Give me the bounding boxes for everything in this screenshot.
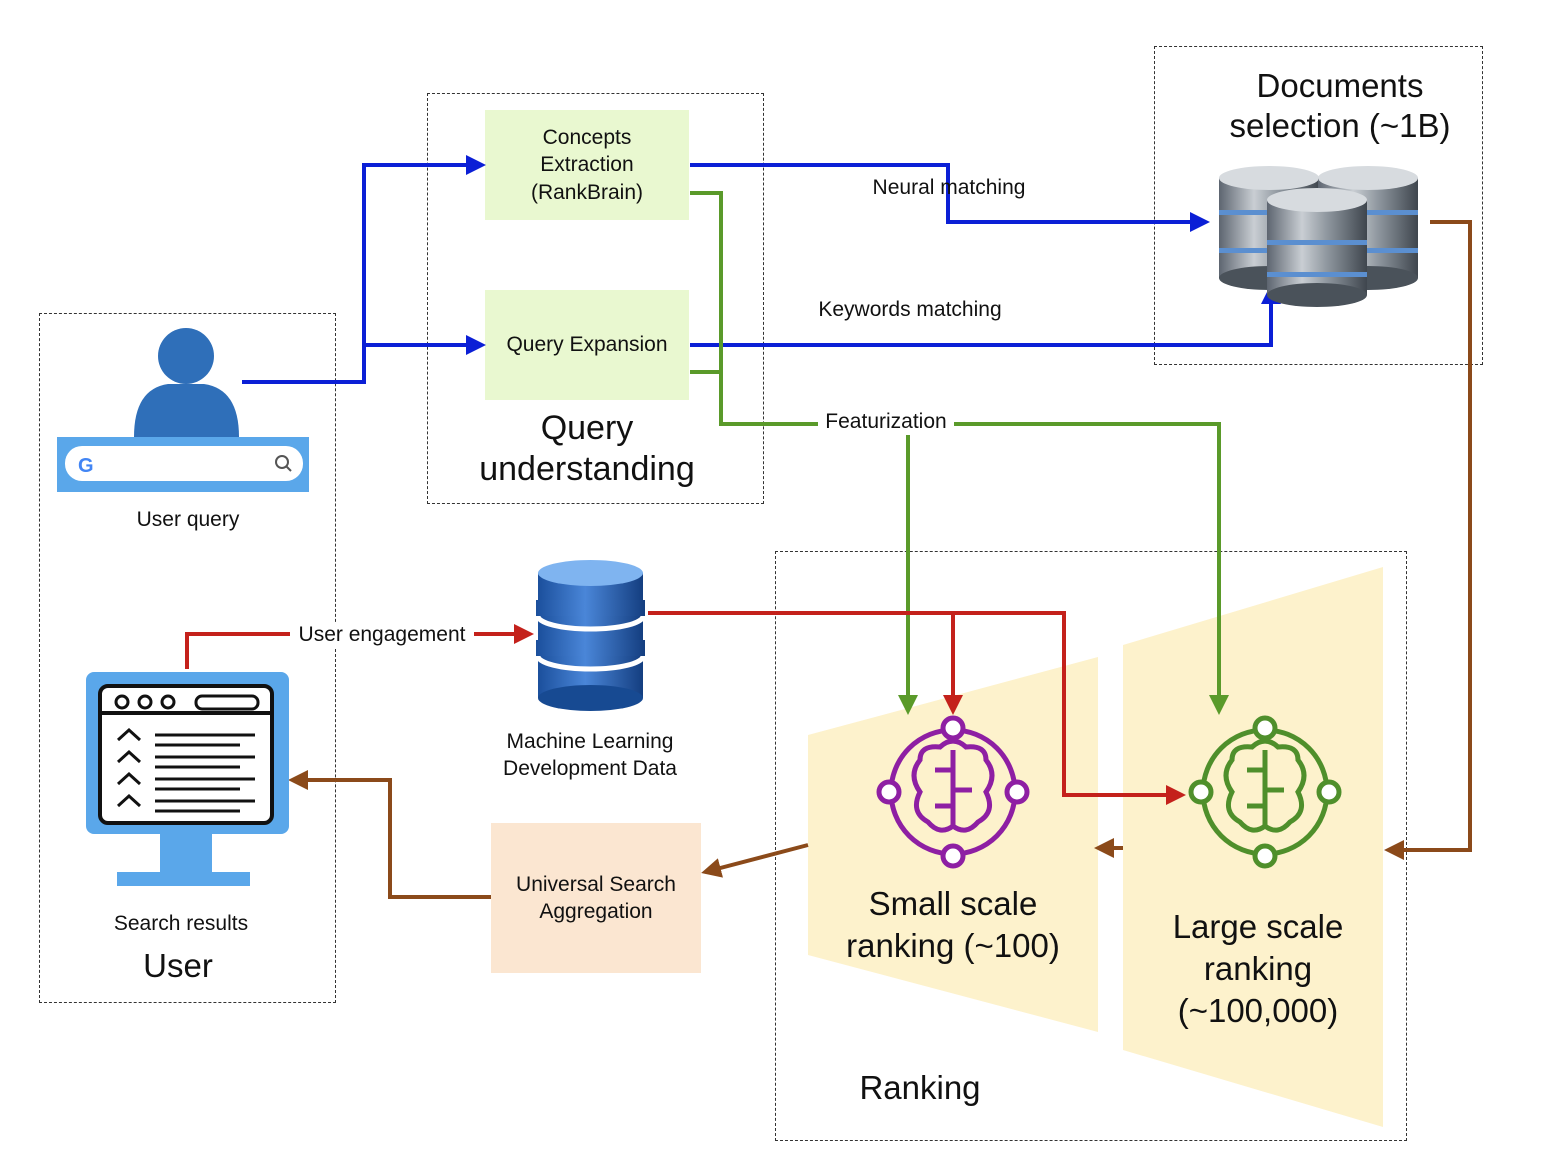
documents-title-line1: Documents [1256, 67, 1424, 104]
query-understanding-title-line1: Query [540, 409, 634, 447]
large-ranking-line2: ranking [1203, 950, 1313, 988]
large-scale-ranking-label: Large scale ranking (~100,000) [1128, 906, 1388, 1033]
documents-group [1154, 46, 1483, 365]
small-scale-ranking-label: Small scale ranking (~100) [813, 883, 1093, 967]
google-search-bar-icon: G [57, 437, 309, 492]
user-group-title: User [143, 947, 213, 984]
neural-matching-label: Neural matching [872, 176, 1026, 199]
large-ranking-line3: (~100,000) [1177, 992, 1339, 1030]
keywords-matching-arrow [690, 284, 1281, 347]
small-to-aggregation-arrow [701, 843, 809, 878]
ml-data-line2: Development Data [503, 757, 677, 781]
ranking-group-title: Ranking [859, 1069, 981, 1106]
ml-data-line1: Machine Learning [506, 730, 674, 753]
concepts-line2: Extraction [540, 153, 634, 177]
ml-data-label: Machine Learning Development Data [478, 728, 702, 783]
user-to-concepts-arrow [242, 155, 486, 384]
documents-selection-title: Documents selection (~1B) [1195, 66, 1485, 145]
large-ranking-ai-brain-icon [1188, 715, 1342, 869]
ml-database-icon [535, 560, 646, 711]
aggregation-to-results-arrow [288, 770, 491, 899]
user-engagement-label: User engagement [290, 622, 474, 648]
query-expansion-box: Query Expansion [485, 290, 689, 400]
featurization-to-large-arrow [952, 422, 1229, 715]
svg-text:G: G [78, 455, 94, 477]
aggregation-line2: Aggregation [539, 900, 653, 923]
universal-search-aggregation-box: Universal Search Aggregation [491, 823, 701, 973]
neural-matching-arrow [690, 163, 1210, 232]
small-ranking-line2: ranking (~100) [846, 927, 1060, 965]
concepts-line3: (RankBrain) [530, 180, 644, 204]
keywords-matching-label: Keywords matching [818, 298, 1002, 321]
monitor-icon [86, 672, 289, 886]
query-expansion-label: Query Expansion [506, 333, 668, 357]
small-ranking-ai-brain-icon [876, 715, 1030, 869]
large-ranking-line1: Large scale [1172, 908, 1344, 945]
documents-to-large-arrow [1384, 220, 1472, 860]
query-understanding-title-line2: understanding [479, 449, 695, 488]
small-ranking-line1: Small scale [868, 885, 1038, 922]
aggregation-line1: Universal Search [516, 872, 676, 896]
concepts-featurization-line [690, 191, 818, 426]
concepts-line1: Concepts [542, 126, 632, 150]
user-engagement-arrow [185, 634, 530, 669]
user-query-label: User query [136, 508, 240, 531]
search-results-label: Search results [113, 912, 249, 935]
user-avatar-icon [134, 328, 239, 437]
large-scale-funnel [1123, 567, 1383, 1127]
query-understanding-group [427, 93, 764, 504]
documents-title-line2: selection (~1B) [1229, 106, 1451, 144]
documents-database-icon [1219, 166, 1418, 307]
user-group [39, 313, 336, 1003]
ranking-group [775, 551, 1407, 1141]
featurization-label: Featurization [818, 409, 954, 435]
concepts-extraction-box: Concepts Extraction (RankBrain) [485, 110, 689, 220]
query-understanding-title: Query understanding [447, 408, 727, 490]
ml-to-large-arrow [648, 611, 1186, 805]
